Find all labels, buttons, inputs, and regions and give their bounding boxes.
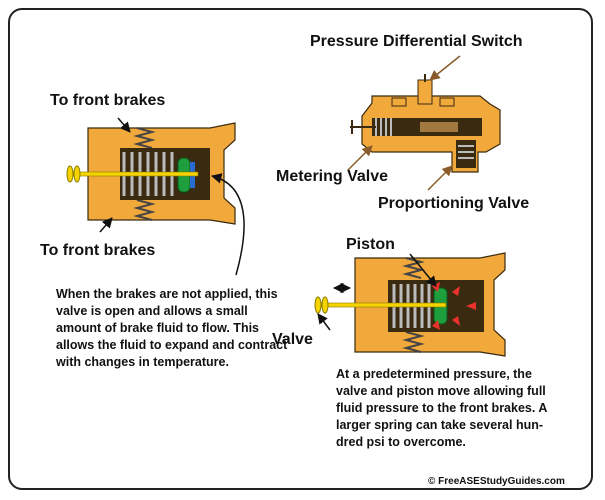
left-valve-assembly (66, 117, 245, 276)
label-valve: Valve (272, 331, 313, 348)
description-predetermined-pressure: At a predetermined pressure, the valve a… (336, 367, 547, 449)
label-piston: Piston (346, 236, 395, 253)
label-to-front-brakes-top: To front brakes (50, 92, 166, 109)
combination-valve-assembly (347, 55, 501, 191)
description-not-applied: When the brakes are not applied, this va… (56, 287, 288, 369)
open-valve-assembly (314, 252, 506, 357)
copyright-text: © FreeASEStudyGuides.com (428, 476, 565, 487)
diagram-frame (8, 8, 593, 490)
label-pressure-differential-switch: Pressure Differential Switch (310, 33, 523, 50)
label-proportioning-valve: Proportioning Valve (378, 195, 530, 212)
label-to-front-brakes-bottom: To front brakes (40, 242, 156, 259)
label-metering-valve: Metering Valve (276, 168, 389, 185)
